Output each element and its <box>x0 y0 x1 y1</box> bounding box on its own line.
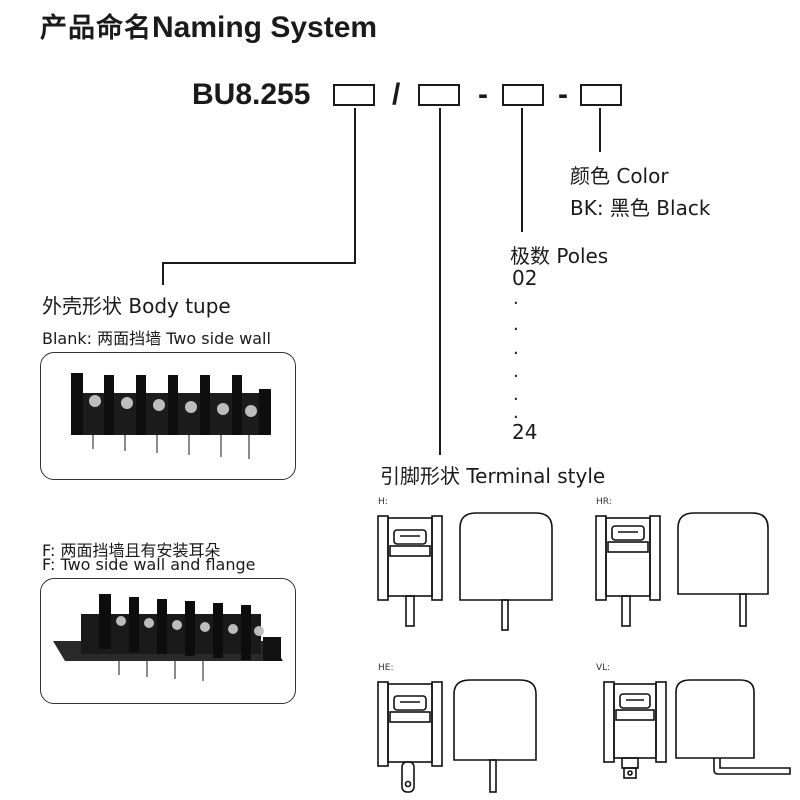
body-flange-en: F: Two side wall and flange <box>42 555 256 574</box>
title-cn: 产品命名 <box>40 13 152 44</box>
photo-two-side-wall <box>40 352 296 480</box>
poles-first: 02 <box>512 266 538 290</box>
color-label: 颜色 Color <box>570 164 669 188</box>
poles-label: 极数 Poles <box>510 244 609 268</box>
leader-body <box>162 108 356 285</box>
title-en: Naming System <box>152 11 378 44</box>
body-flange-cn: F: 两面挡墙且有安装耳朵 <box>42 541 221 560</box>
color-code-box <box>580 84 622 106</box>
code-sep-dash-2: - <box>558 78 568 111</box>
body-blank: Blank: 两面挡墙 Two side wall <box>42 329 271 348</box>
poles-dot-2: . <box>513 314 519 335</box>
terminal-code-box <box>418 84 460 106</box>
body-code-box <box>333 84 375 106</box>
terminal-style-hr-label: HR: <box>596 497 612 507</box>
poles-dot-3: . <box>513 338 519 359</box>
terminal-style-h-drawing <box>377 512 553 631</box>
page-title: 产品命名Naming System <box>40 6 377 45</box>
code-sep-slash: / <box>392 78 401 111</box>
color-option: BK: 黑色 Black <box>570 196 711 220</box>
code-prefix: BU8.255 <box>192 78 311 111</box>
terminal-style-he-label: HE: <box>378 663 394 673</box>
terminal-style-he-drawing <box>377 679 537 793</box>
terminal-style-vl-drawing <box>603 679 791 779</box>
terminal-style-vl-label: VL: <box>596 663 611 673</box>
code-sep-dash-1: - <box>478 78 488 111</box>
terminal-style-hr-drawing <box>595 512 769 627</box>
terminal-style-h-label: H: <box>378 497 388 507</box>
poles-last: 24 <box>512 420 538 444</box>
photo-two-side-wall-flange <box>40 578 296 704</box>
terminal-label: 引脚形状 Terminal style <box>380 464 606 488</box>
poles-code-box <box>502 84 544 106</box>
body-label: 外壳形状 Body tupe <box>42 294 231 318</box>
poles-dot-4: . <box>513 361 519 382</box>
poles-dot-5: . <box>513 384 519 405</box>
poles-dot-6: . <box>513 402 519 423</box>
poles-dot-1: . <box>513 288 519 309</box>
